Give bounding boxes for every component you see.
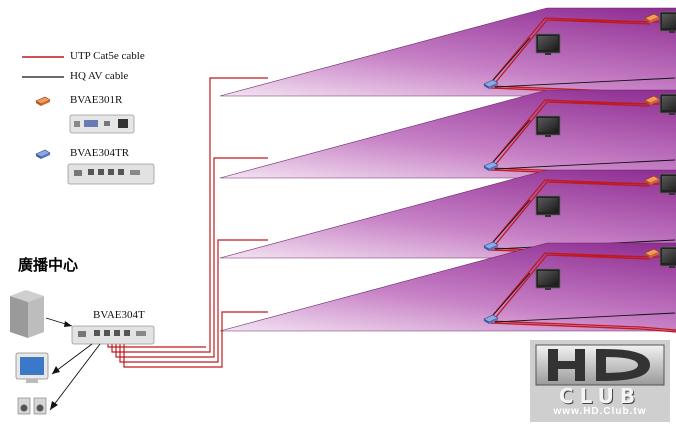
- bvae301r-device-image: [70, 115, 134, 133]
- logo-club-text: CLUB: [540, 384, 660, 408]
- receiver-legend-label: BVAE301R: [70, 94, 122, 106]
- repeater-legend-label: BVAE304TR: [70, 147, 129, 159]
- bvae304t-device-image: [72, 326, 154, 344]
- transmitter-label: BVAE304T: [93, 309, 145, 321]
- hq-cable-legend-label: HQ AV cable: [70, 70, 128, 82]
- receiver-legend-icon: [36, 97, 50, 106]
- broadcast-center-title: 廣播中心: [18, 254, 78, 275]
- floor-4: [220, 8, 676, 104]
- monitor-icon: [16, 353, 48, 383]
- speakers-icon: [18, 398, 46, 414]
- logo-url-text: www.HD.Club.tw: [540, 406, 660, 417]
- utp-cable-legend-label: UTP Cat5e cable: [70, 50, 145, 62]
- bvae304tr-device-image: [68, 164, 154, 184]
- repeater-legend-icon: [36, 150, 50, 159]
- pc-tower-icon: [10, 290, 44, 338]
